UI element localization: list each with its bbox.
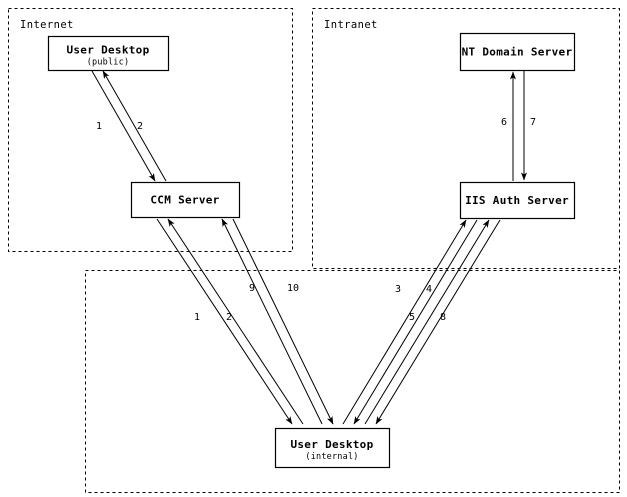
node-title-nt-domain-server: NT Domain Server xyxy=(462,46,573,59)
node-title-user-desktop-internal: User Desktop xyxy=(290,438,373,451)
zone-boundary-intranet xyxy=(312,8,620,269)
flow-step-label-flow-1-internal: 1 xyxy=(194,312,200,323)
flow-step-label-flow-5: 5 xyxy=(409,312,415,323)
flow-line-flow-9 xyxy=(221,218,323,425)
zone-boundary-internet xyxy=(8,8,293,252)
node-iis-auth-server[interactable]: IIS Auth Server xyxy=(459,181,576,220)
flow-step-label-flow-8: 8 xyxy=(440,312,446,323)
flow-step-label-flow-9: 9 xyxy=(249,283,255,294)
flow-step-label-flow-7: 7 xyxy=(530,117,536,128)
zone-boundary-internal xyxy=(85,270,620,493)
node-user-desktop-public[interactable]: User Desktop(public) xyxy=(47,35,170,72)
node-title-user-desktop-public: User Desktop xyxy=(66,44,149,57)
flow-line-flow-1-internal xyxy=(156,218,293,425)
flow-line-flow-5 xyxy=(364,219,490,425)
node-box-user-desktop-internal[interactable] xyxy=(274,427,391,469)
node-user-desktop-internal[interactable]: User Desktop(internal) xyxy=(274,427,391,469)
node-nt-domain-server[interactable]: NT Domain Server xyxy=(459,32,576,72)
node-box-user-desktop-public[interactable] xyxy=(47,35,170,72)
flow-step-labels: 1 2 1 2 9 10 3 4 5 8 6 7 xyxy=(96,117,536,323)
node-subtitle-user-desktop-internal: (internal) xyxy=(305,452,358,462)
flow-line-flow-10 xyxy=(232,218,334,425)
zone-label-intranet: Intranet xyxy=(324,19,378,31)
node-box-ccm-server[interactable] xyxy=(130,181,241,219)
flow-line-flow-2-public xyxy=(102,70,167,182)
flow-step-label-flow-2-internal: 2 xyxy=(226,312,232,323)
node-title-ccm-server: CCM Server xyxy=(150,194,219,207)
flow-step-label-flow-2-public: 2 xyxy=(137,121,143,132)
flow-step-label-flow-1-public: 1 xyxy=(96,121,102,132)
zone-label-internet: Internet xyxy=(20,19,74,31)
node-subtitle-user-desktop-public: (public) xyxy=(87,58,130,68)
node-box-nt-domain-server[interactable] xyxy=(459,32,576,72)
flow-step-label-flow-3: 3 xyxy=(395,284,401,295)
flow-line-flow-1-public xyxy=(91,70,156,182)
node-box-iis-auth-server[interactable] xyxy=(459,181,576,220)
node-ccm-server[interactable]: CCM Server xyxy=(130,181,241,219)
flow-line-flow-4 xyxy=(353,219,478,425)
flow-step-label-flow-6: 6 xyxy=(501,117,507,128)
flow-step-label-flow-4: 4 xyxy=(426,284,432,295)
flow-arrows xyxy=(91,70,527,425)
flow-line-flow-3 xyxy=(342,219,467,425)
flow-line-flow-8 xyxy=(375,219,501,425)
flow-step-label-flow-10: 10 xyxy=(287,283,299,294)
flow-line-flow-2-internal xyxy=(167,218,304,425)
node-title-iis-auth-server: IIS Auth Server xyxy=(465,194,569,207)
zone-boundaries: Internet Intranet xyxy=(8,8,620,493)
